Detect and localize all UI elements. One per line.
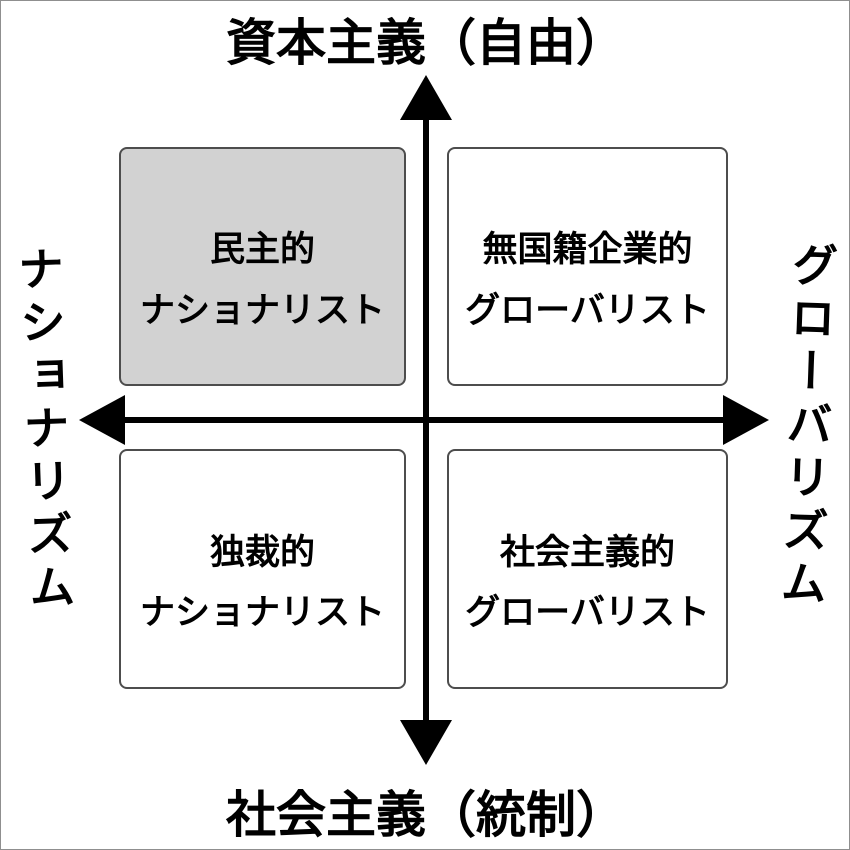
axis-label-socialism: 社会主義（統制） xyxy=(226,787,626,843)
quadrant-top-left-democratic-nationalist: 民主的 ナショナリスト xyxy=(119,147,406,386)
quadrant-label-line: 社会主義的 xyxy=(499,532,675,572)
arrow-left-icon xyxy=(79,395,125,445)
quadrant-label-line: ナショナリスト xyxy=(139,593,385,632)
axis-label-capitalism: 資本主義（自由） xyxy=(226,15,626,71)
quadrant-label-line: 無国籍企業的 xyxy=(482,230,693,270)
quadrant-top-right-stateless-corporate-globalist: 無国籍企業的 グローバリスト xyxy=(447,147,728,386)
horizontal-axis-line xyxy=(114,417,736,423)
quadrant-label-line: ナショナリスト xyxy=(139,290,385,330)
quadrant-bottom-right-socialist-globalist: 社会主義的 グローバリスト xyxy=(447,449,728,689)
quadrant-label-line: グローバリスト xyxy=(465,290,710,330)
quadrant-label-line: グローバリスト xyxy=(465,593,710,632)
arrow-down-icon xyxy=(400,720,452,765)
arrow-up-icon xyxy=(400,75,452,120)
arrow-right-icon xyxy=(723,395,769,445)
quadrant-label-line: 独裁的 xyxy=(209,532,315,572)
quadrant-bottom-left-dictatorial-nationalist: 独裁的 ナショナリスト xyxy=(119,449,406,689)
quadrant-label-line: 民主的 xyxy=(209,230,315,270)
axis-label-nationalism: ナショナリズム xyxy=(11,244,77,617)
axis-label-globalism: グローバリズム xyxy=(773,240,839,613)
